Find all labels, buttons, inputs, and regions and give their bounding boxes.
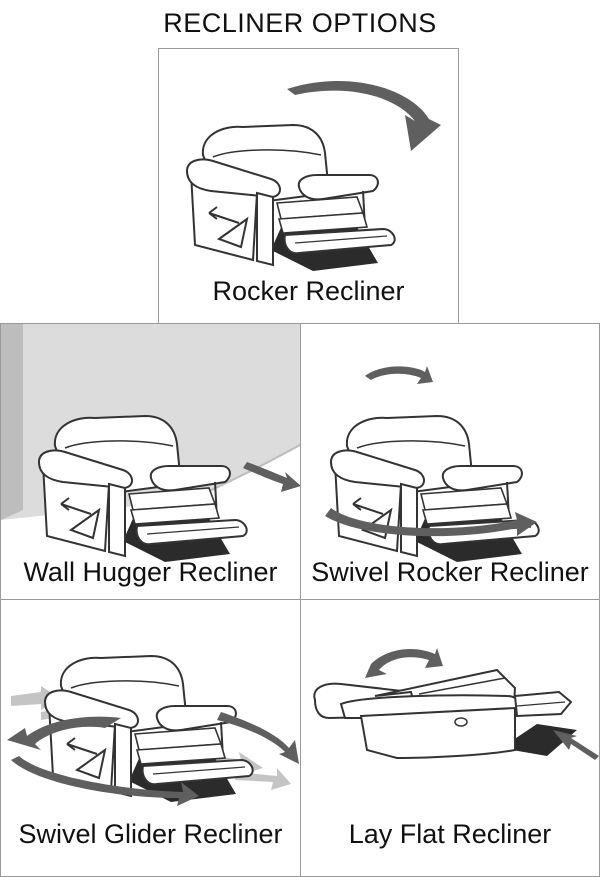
- rocker-recliner-illustration: [186, 80, 441, 272]
- page-title: RECLINER OPTIONS: [163, 8, 437, 38]
- rocker-recliner-panel: Rocker Recliner: [158, 48, 459, 324]
- wall-hugger-recliner-illustration: [1, 324, 300, 563]
- swivel-glider-recliner-panel: Swivel Glider Recliner: [0, 599, 301, 877]
- swivel-rocker-recliner-label: Swivel Rocker Recliner: [311, 557, 589, 587]
- forward-glide-arrow-icon: [243, 462, 300, 492]
- wall-hugger-recliner-label: Wall Hugger Recliner: [23, 557, 278, 587]
- swivel-arrow-icon: [325, 508, 537, 537]
- rocker-recliner-label: Rocker Recliner: [212, 276, 405, 306]
- rocking-arrow-icon: [287, 80, 441, 151]
- swivel-rocker-recliner-panel: Swivel Rocker Recliner: [300, 323, 600, 600]
- glide-swivel-arrow-icon: [7, 716, 121, 750]
- rock-arrow-icon: [365, 366, 433, 384]
- lay-flat-recliner-panel: Lay Flat Recliner: [300, 599, 600, 877]
- push-arrow-icon: [553, 730, 599, 760]
- lay-flat-recliner-illustration: [313, 648, 599, 760]
- lay-flat-recliner-label: Lay Flat Recliner: [348, 819, 552, 849]
- swivel-glider-recliner-illustration: [7, 655, 299, 806]
- swivel-glider-recliner-label: Swivel Glider Recliner: [18, 819, 283, 849]
- wall-hugger-recliner-panel: Wall Hugger Recliner: [0, 323, 301, 600]
- lay-flat-arrow-icon: [365, 648, 443, 678]
- swivel-rocker-recliner-illustration: [325, 366, 540, 563]
